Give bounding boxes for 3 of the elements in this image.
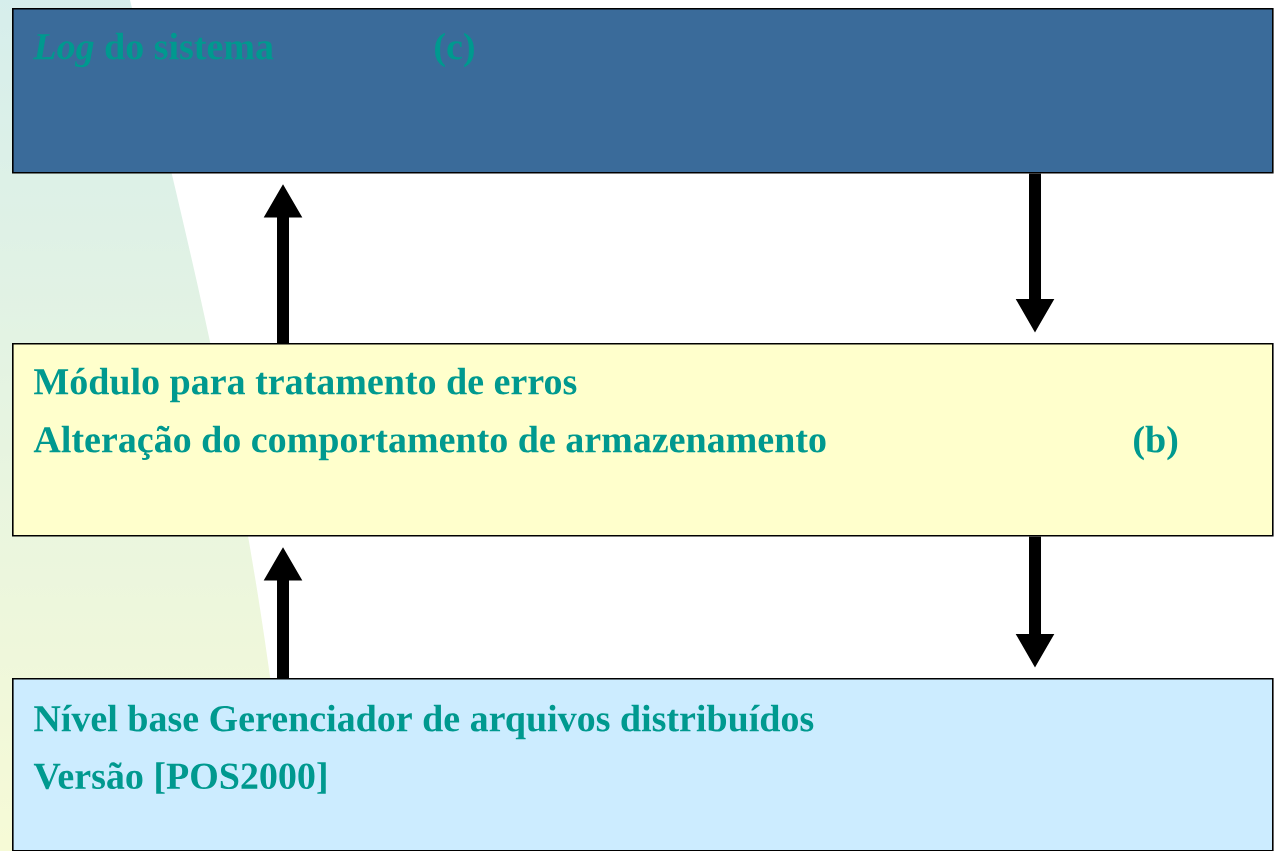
layer-box: Log do sistema (c) bbox=[12, 8, 1274, 174]
layer-box: Módulo para tratamento de erros Alteração do comportamento de armazenamento (b) bbox=[12, 343, 1274, 537]
layer-box: Nível base Gerenciador de arquivos distribuídos Versão [POS2000] bbox=[12, 678, 1274, 851]
